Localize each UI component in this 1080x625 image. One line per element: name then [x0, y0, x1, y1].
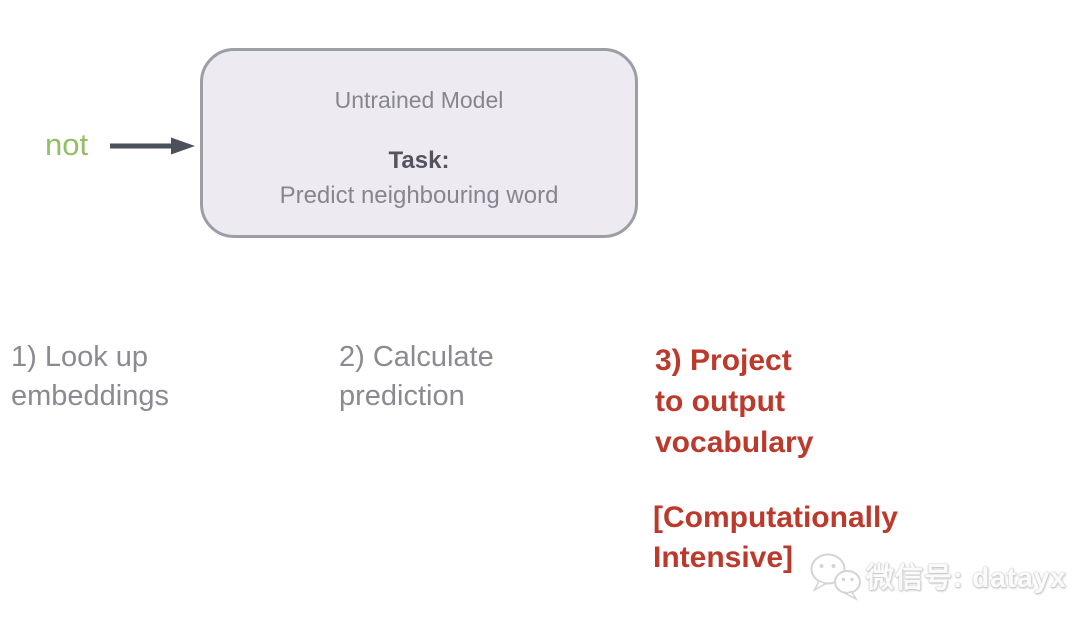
computationally-intensive-note: [Computationally Intensive] [653, 501, 898, 574]
right-arrow-icon [110, 137, 195, 155]
step-3-project-to-output-vocabulary: 3) Project to output vocabulary [655, 344, 814, 459]
step-1-look-up-embeddings: 1) Look up embeddings [11, 341, 169, 412]
step-2-calculate-prediction: 2) Calculate prediction [339, 341, 494, 412]
wechat-icon [809, 551, 861, 601]
model-box-task-label: Task: [388, 147, 450, 174]
wechat-watermark: 微信号: datayx [809, 551, 1067, 601]
input-word-label: not [45, 127, 89, 162]
untrained-model-box: Untrained Model Task: Predict neighbouri… [200, 48, 638, 238]
model-box-title: Untrained Model [334, 87, 504, 113]
watermark-text: 微信号: datayx [866, 562, 1067, 593]
model-box-task-description: Predict neighbouring word [279, 182, 559, 209]
